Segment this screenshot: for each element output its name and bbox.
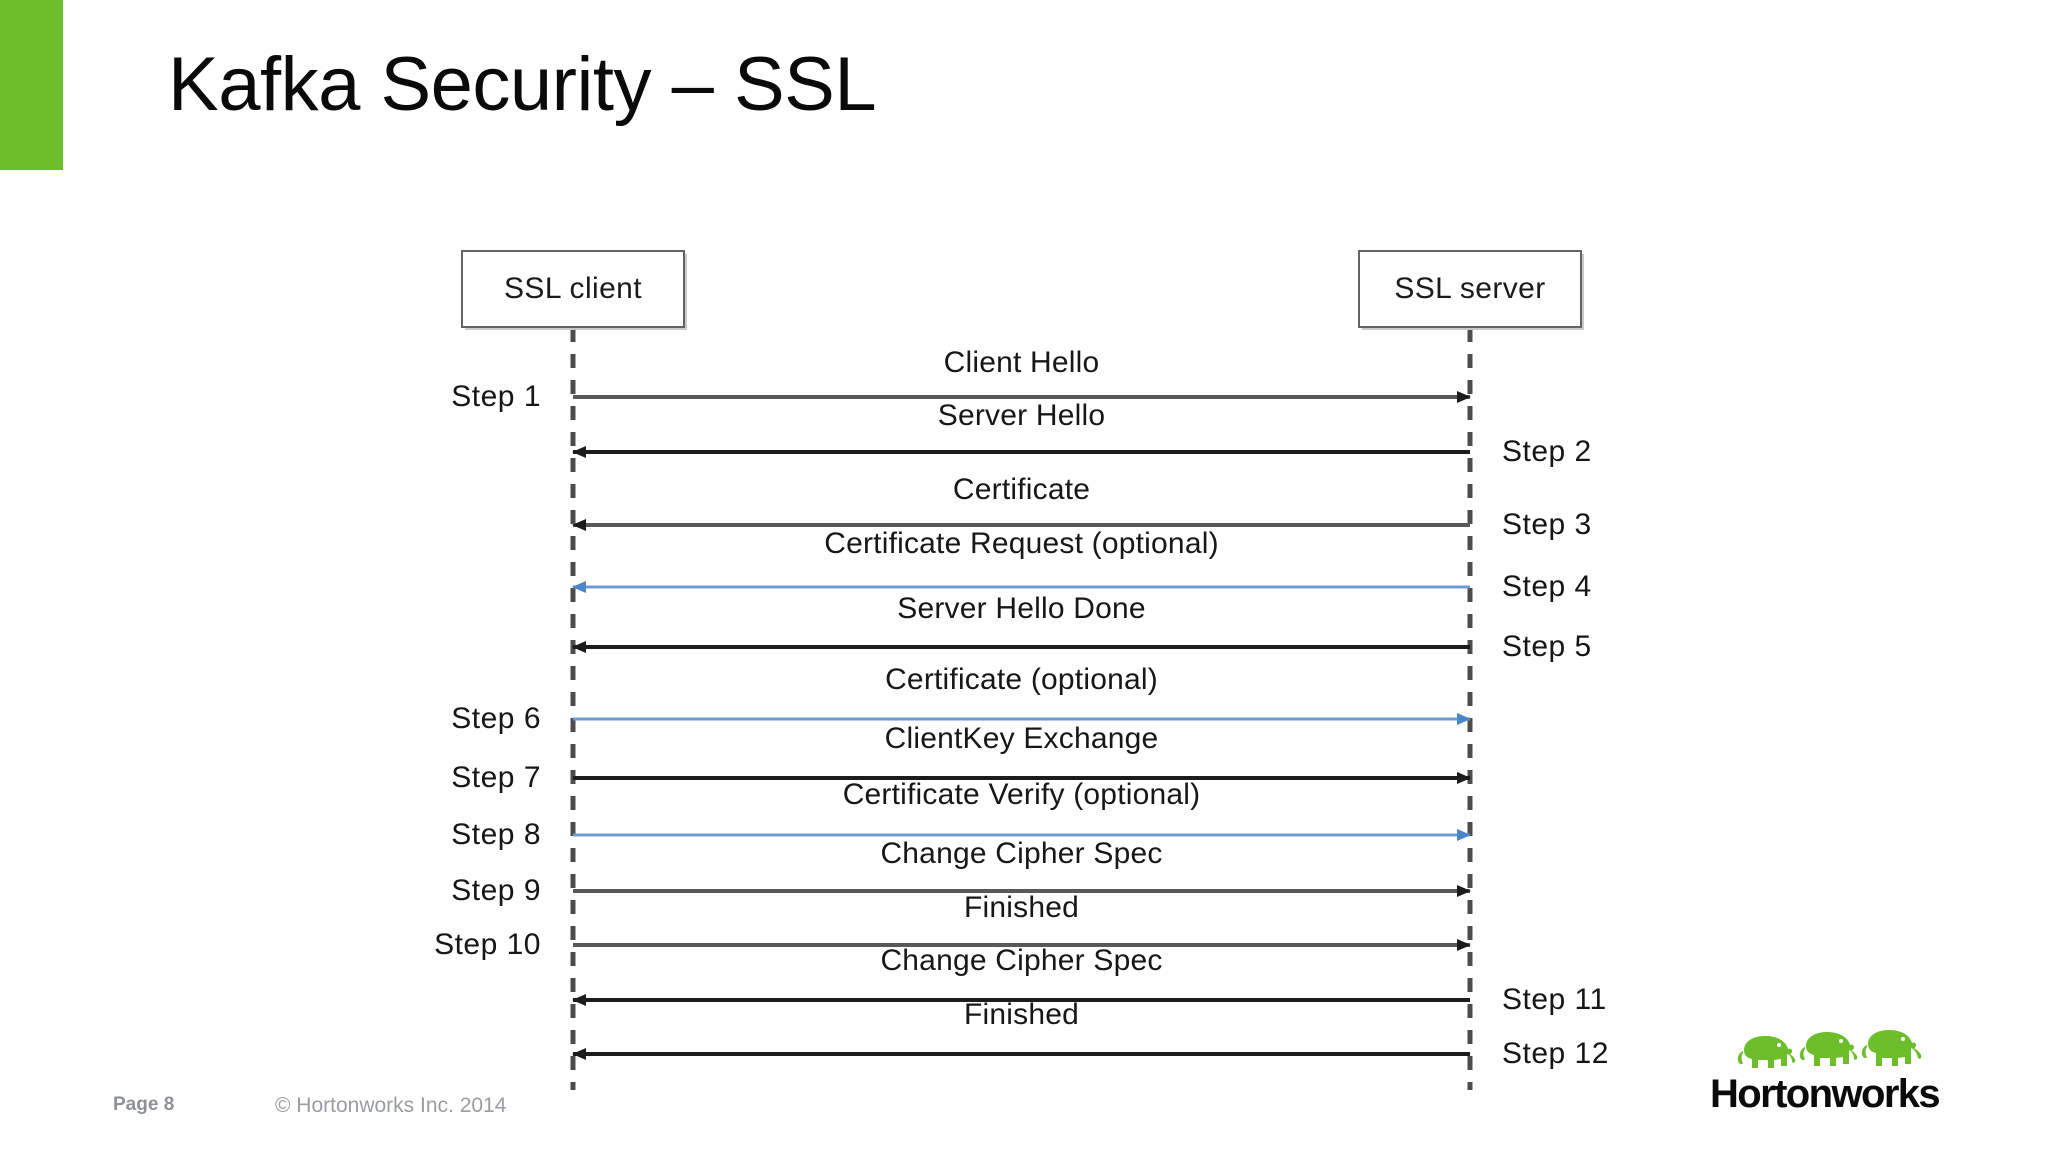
- message-label-3: Certificate: [952, 473, 1091, 506]
- message-label-7: ClientKey Exchange: [884, 722, 1159, 755]
- three-elephants-icon: [1737, 1030, 1922, 1068]
- lifeline-box-ssl-client: SSL client: [461, 250, 685, 328]
- hortonworks-logo: Hortonworks: [1710, 1030, 1950, 1122]
- message-label-10: Finished: [964, 891, 1079, 924]
- lifeline-box-ssl-server: SSL server: [1358, 250, 1582, 328]
- message-label-8: Certificate Verify (optional): [842, 778, 1201, 811]
- step-label-9: Step 9: [451, 874, 541, 907]
- step-label-5: Step 5: [1502, 630, 1592, 663]
- step-label-2: Step 2: [1502, 435, 1592, 468]
- message-label-2: Server Hello: [937, 399, 1106, 432]
- message-label-12: Finished: [964, 998, 1079, 1031]
- message-label-11: Change Cipher Spec: [880, 944, 1163, 977]
- step-label-1: Step 1: [451, 380, 541, 413]
- message-label-6: Certificate (optional): [885, 663, 1158, 696]
- footer-copyright: © Hortonworks Inc. 2014: [275, 1094, 507, 1117]
- message-label-4: Certificate Request (optional): [824, 527, 1219, 560]
- message-label-1: Client Hello: [943, 346, 1100, 379]
- lifeline-box-label: SSL client: [504, 272, 642, 305]
- step-label-7: Step 7: [451, 761, 541, 794]
- footer-page-number: Page 8: [113, 1094, 175, 1115]
- page-title: Kafka Security – SSL: [168, 42, 877, 127]
- step-label-12: Step 12: [1502, 1037, 1609, 1070]
- step-label-4: Step 4: [1502, 570, 1592, 603]
- hortonworks-wordmark: Hortonworks: [1710, 1072, 1941, 1116]
- step-label-10: Step 10: [434, 928, 541, 961]
- message-label-9: Change Cipher Spec: [880, 837, 1163, 870]
- accent-bar: [0, 0, 63, 170]
- step-label-3: Step 3: [1502, 508, 1592, 541]
- message-label-5: Server Hello Done: [897, 592, 1146, 625]
- step-label-8: Step 8: [451, 818, 541, 851]
- step-label-6: Step 6: [451, 702, 541, 735]
- step-label-11: Step 11: [1502, 983, 1607, 1016]
- lifeline-box-label: SSL server: [1394, 272, 1546, 305]
